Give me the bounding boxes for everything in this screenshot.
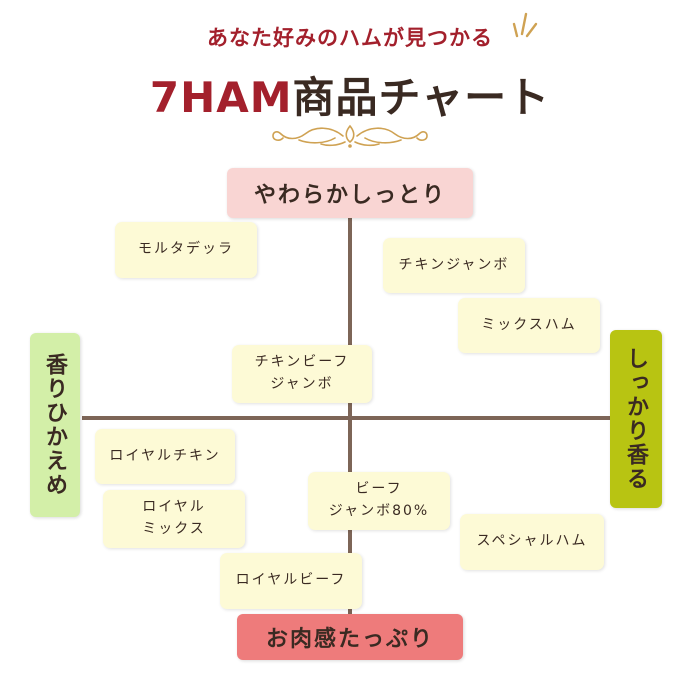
axis-label-top: やわらかしっとり [227,168,473,218]
product-chicken-jambon: チキンジャンボ [383,238,525,293]
axis-label-bottom: お肉感たっぷり [237,614,463,660]
axis-label-left: 香りひかえめ [30,333,80,517]
product-chicken-beef-jambon: チキンビーフ ジャンボ [232,345,372,403]
product-royal-chicken: ロイヤルチキン [95,429,235,484]
title-brand: 7HAM [149,73,293,122]
vertical-axis [348,215,352,615]
page-title: 7HAM商品チャート [0,64,700,125]
sparkle-icon [512,12,538,38]
horizontal-axis [82,416,612,420]
product-special-ham: スペシャルハム [460,514,604,570]
subtitle: あなた好みのハムが見つかる [207,25,493,50]
ornament-divider-icon [272,124,428,148]
axis-label-right: しっかり香る [610,330,662,508]
product-mix-ham: ミックスハム [458,298,600,353]
title-rest: 商品チャート [292,73,551,122]
product-royal-beef: ロイヤルビーフ [220,553,362,609]
product-beef-jambon-80: ビーフ ジャンボ80% [308,472,450,530]
product-royal-mix: ロイヤル ミックス [103,490,245,548]
product-mortadella: モルタデッラ [115,222,257,278]
